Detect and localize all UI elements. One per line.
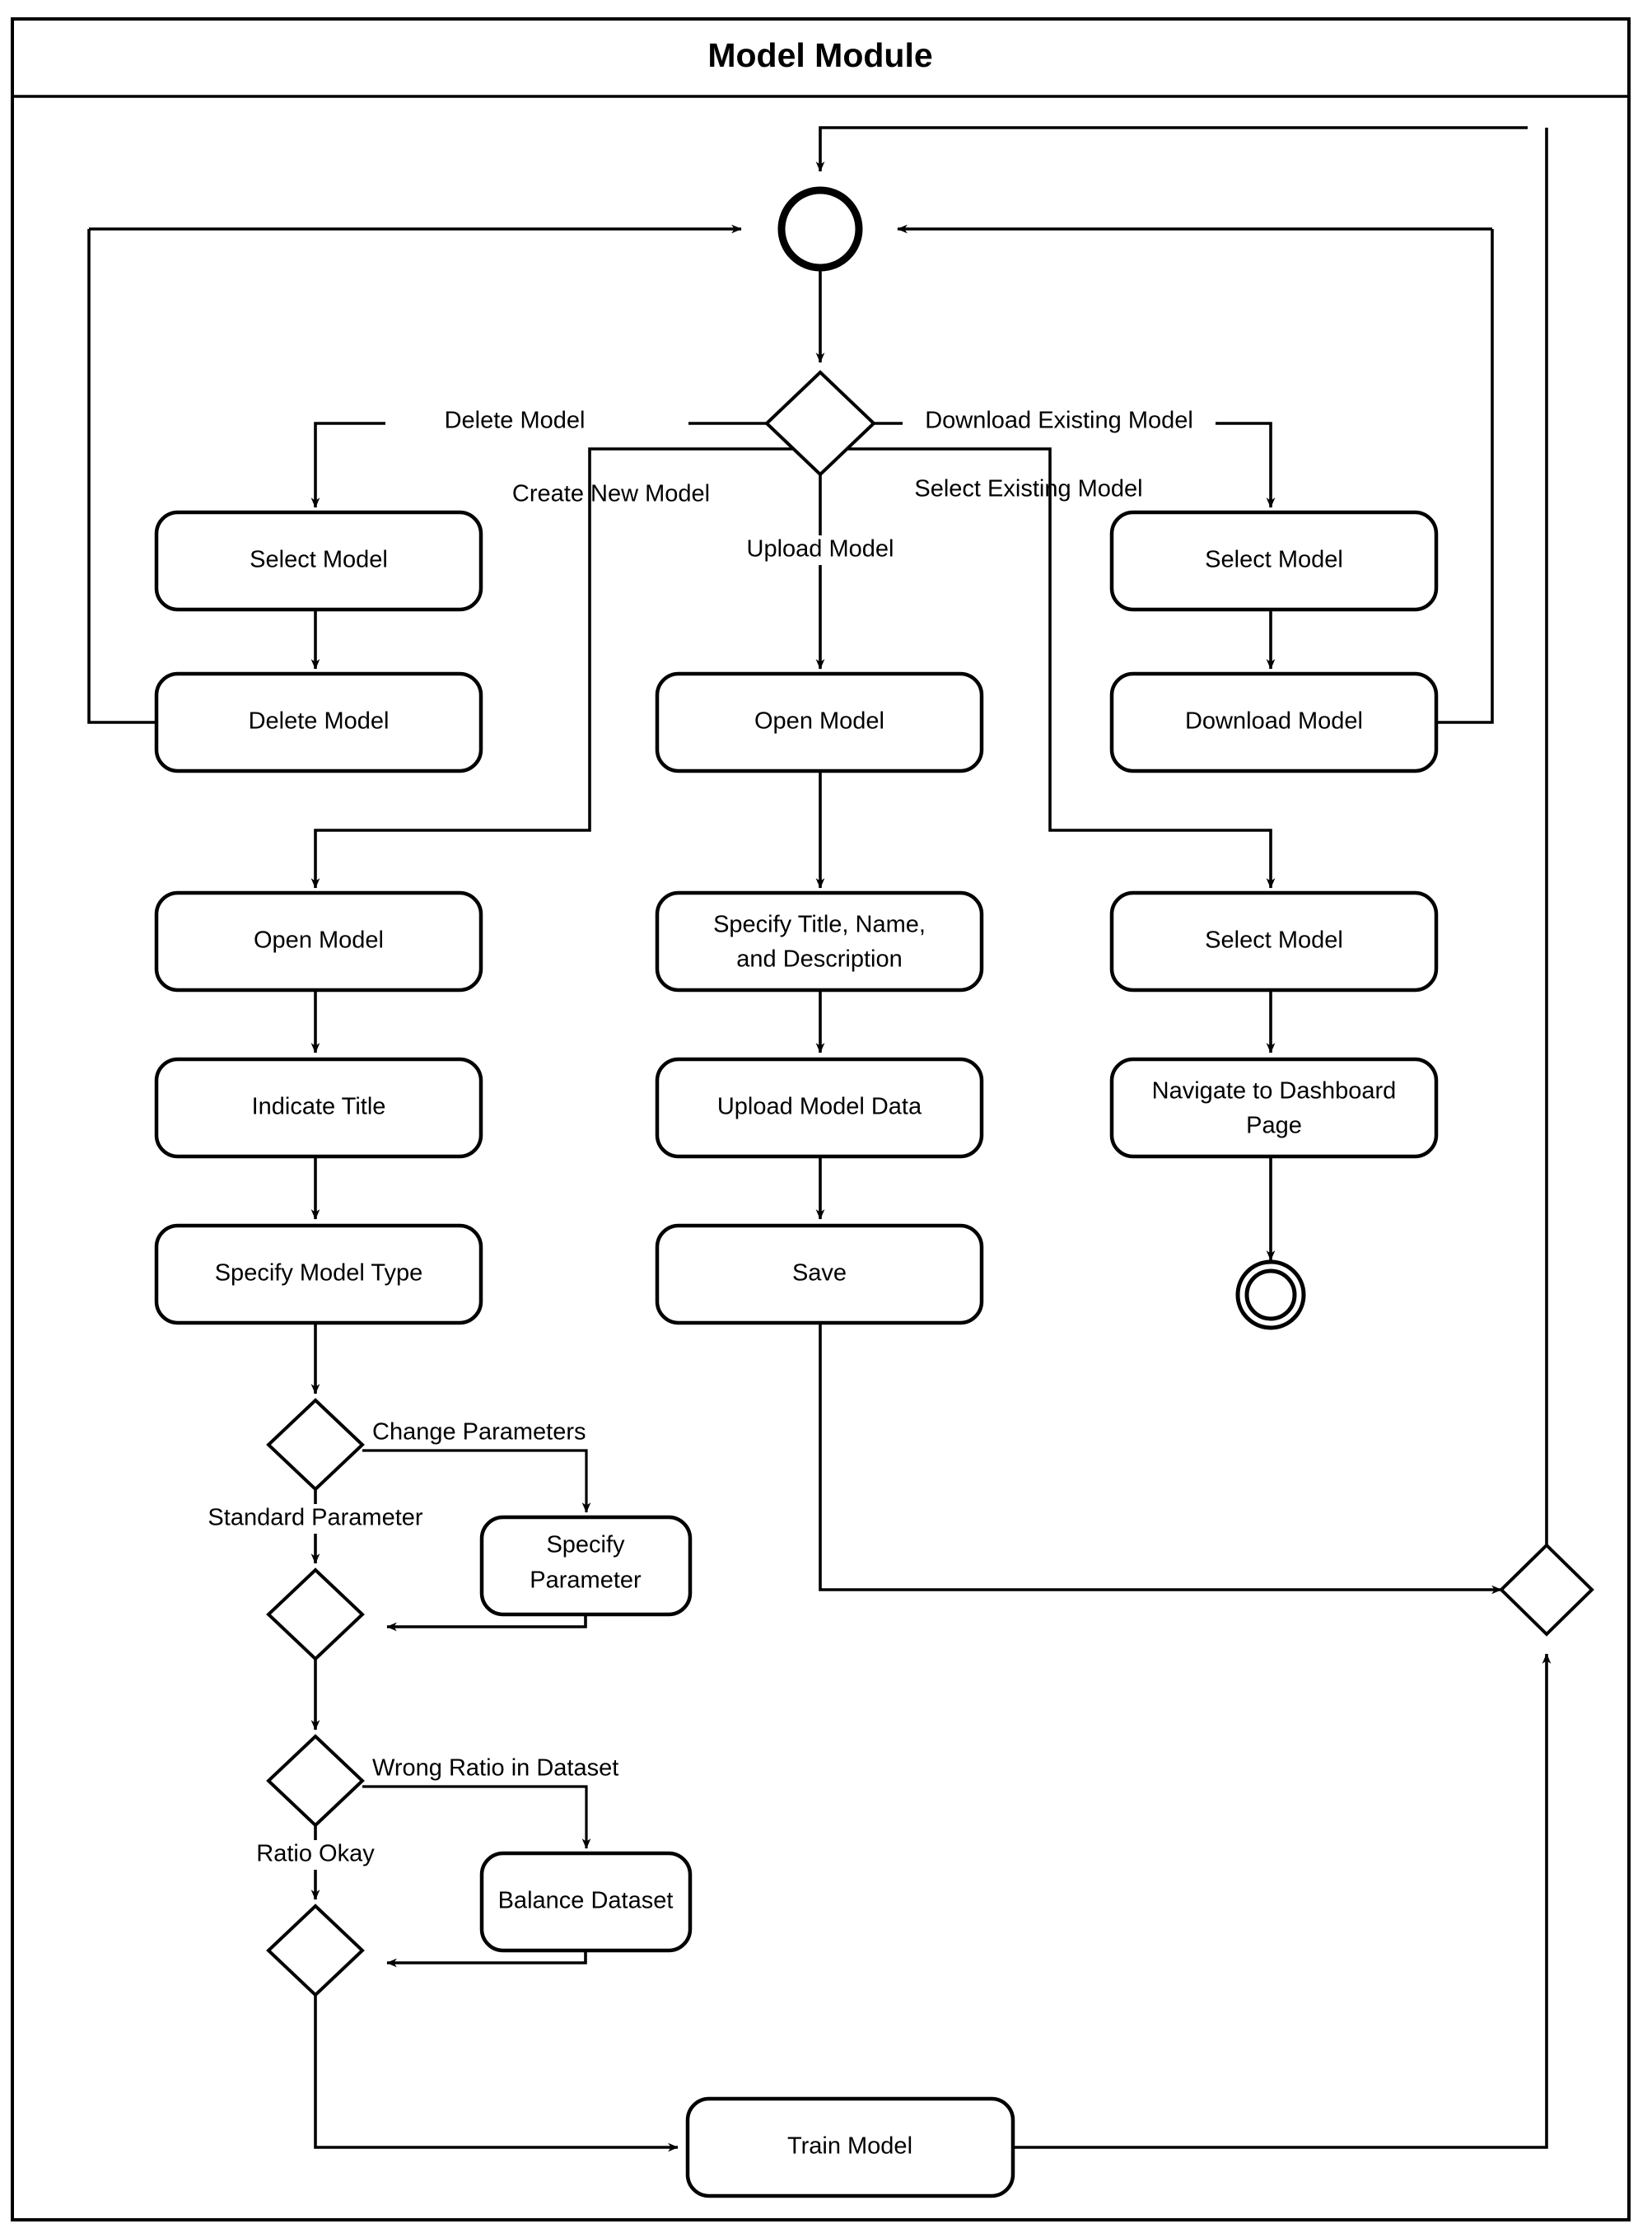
edge-label-create-new-model: Create New Model (512, 481, 710, 507)
activity-select-model-delete (154, 510, 483, 612)
flow-ratio-merge-to-train-model (314, 1995, 679, 2152)
activity-specify-title-name-description (655, 890, 984, 993)
flow-specify-parameter-to-param-merge (386, 1614, 587, 1632)
activity-label-specify-parameter-line1: Specify (546, 1532, 625, 1558)
edge-label-standard-parameter: Standard Parameter (208, 1505, 422, 1531)
activity-label-specify-title-line1: Specify Title, Name, (713, 912, 926, 938)
edge-label-backdrop-delete (385, 407, 688, 437)
edge-label-backdrop-ratio-okay (216, 1840, 415, 1870)
edge-label-ratio-okay: Ratio Okay (256, 1841, 375, 1867)
activity-label-specify-model-type: Specify Model Type (215, 1260, 423, 1287)
activity-label-navigate-dashboard-line2: Page (1246, 1113, 1302, 1139)
activity-specify-model-type (154, 1223, 483, 1325)
activity-open-model-create (154, 890, 483, 993)
edge-label-delete-model: Delete Model (445, 408, 586, 434)
flow-decision-to-select-model-existing (847, 447, 1276, 889)
initial-node (777, 186, 863, 272)
activity-label-train-model: Train Model (787, 2133, 912, 2160)
edge-label-download-existing-model: Download Existing Model (925, 408, 1193, 434)
flow-delete-model-return-rail (87, 229, 156, 724)
activity-select-model-existing (1109, 890, 1439, 993)
edge-label-backdrop-upload (725, 535, 916, 565)
activity-label-navigate-dashboard-line1: Navigate to Dashboard (1152, 1078, 1397, 1105)
activity-label-download-model: Download Model (1185, 708, 1363, 735)
activity-label-save: Save (792, 1260, 847, 1287)
edge-label-wrong-ratio-in-dataset: Wrong Ratio in Dataset (372, 1755, 618, 1782)
activity-label-indicate-title: Indicate Title (252, 1094, 386, 1120)
activity-label-specify-parameter-line2: Parameter (530, 1567, 642, 1594)
flow-balance-dataset-to-ratio-merge (386, 1950, 587, 1968)
activity-label-specify-title-line2: and Description (736, 946, 903, 973)
activity-label-delete-model: Delete Model (249, 708, 390, 735)
activity-label-select-model-download: Select Model (1205, 547, 1343, 573)
edge-label-upload-model: Upload Model (747, 536, 894, 563)
flow-train-model-to-start (815, 126, 1528, 172)
right-merge-node (1499, 1543, 1594, 1637)
activity-label-select-model-existing: Select Model (1205, 927, 1343, 954)
flow-train-model-to-right-merge (1013, 1653, 1552, 2149)
activity-label-open-model-create: Open Model (254, 927, 384, 954)
flow-decision-to-open-model-create (310, 447, 794, 889)
edge-label-select-existing-model: Select Existing Model (914, 476, 1142, 502)
activity-label-upload-model-data: Upload Model Data (717, 1094, 922, 1120)
edge-label-backdrop-standard-param (198, 1504, 436, 1534)
activity-label-open-model-upload: Open Model (754, 708, 884, 735)
edge-label-backdrop-change-params (366, 1418, 613, 1448)
flow-save-to-right-merge (819, 1323, 1502, 1595)
edge-label-backdrop-wrong-ratio (366, 1754, 637, 1784)
activity-train-model (685, 2096, 1015, 2198)
activity-select-model-download (1109, 510, 1439, 612)
activity-label-balance-dataset: Balance Dataset (498, 1888, 674, 1914)
flow-ratio-decision-to-balance-dataset (362, 1785, 591, 1849)
edge-label-change-parameters: Change Parameters (372, 1419, 586, 1446)
activity-navigate-to-dashboard-page (1109, 1057, 1439, 1159)
flow-param-decision-to-specify-parameter (362, 1449, 591, 1513)
activity-label-select-model-delete: Select Model (250, 547, 388, 573)
flow-download-model-return-rail (1436, 229, 1494, 724)
final-node-inner-ring (1244, 1268, 1297, 1321)
edge-label-backdrop-download (903, 407, 1216, 437)
page-title: Model Module (707, 36, 932, 74)
activity-indicate-title (154, 1057, 483, 1159)
